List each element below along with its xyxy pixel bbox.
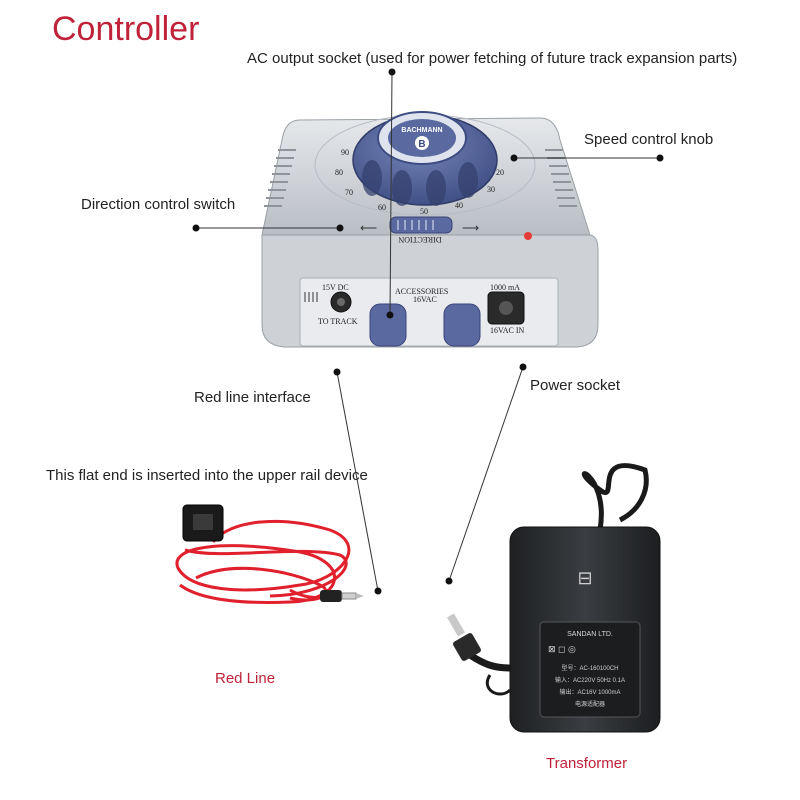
flat-end-plug-icon xyxy=(182,504,224,542)
page-title: Controller xyxy=(52,10,200,48)
accessories-volt-label: 16VAC xyxy=(413,295,437,304)
transformer-output: 输出：AC16V 1000mA xyxy=(559,688,620,696)
transformer-caption: Transformer xyxy=(546,755,628,772)
red-line-interface-callout: Red line interface xyxy=(194,389,311,406)
brand-text: BACHMANN xyxy=(401,127,442,134)
svg-text:B: B xyxy=(418,139,425,150)
svg-text:70: 70 xyxy=(345,188,353,197)
dc-label: 15V DC xyxy=(322,283,349,292)
svg-text:50: 50 xyxy=(420,207,428,216)
controller-device: 10 20 30 40 50 60 70 80 90 BACHMANN B xyxy=(261,111,599,348)
svg-text:80: 80 xyxy=(335,168,343,177)
accessory-terminal-left[interactable] xyxy=(369,303,407,347)
power-led-icon xyxy=(524,232,532,240)
to-track-label: TO TRACK xyxy=(318,317,358,326)
transformer-title: 电源适配器 xyxy=(575,700,605,708)
svg-text:60: 60 xyxy=(378,203,386,212)
transformer-cable xyxy=(581,463,649,531)
callout-lines xyxy=(196,71,660,592)
svg-text:90: 90 xyxy=(341,148,349,157)
power-socket-callout: Power socket xyxy=(530,377,621,394)
direction-switch-callout: Direction control switch xyxy=(81,196,236,213)
battery-icon: ⊟ xyxy=(577,568,592,588)
flat-end-callout: This flat end is inserted into the upper… xyxy=(46,467,368,484)
audio-jack-plug-icon xyxy=(320,590,364,602)
transformer-model: 型号：AC-160100CH xyxy=(561,664,618,672)
transformer-input: 输入：AC220V 50Hz 0.1A xyxy=(555,676,625,684)
ac-output-callout: AC output socket (used for power fetchin… xyxy=(247,50,738,67)
accessories-label: ACCESSORIES xyxy=(395,287,448,296)
dc-grid-vent xyxy=(304,292,318,302)
red-line-caption: Red Line xyxy=(215,670,276,687)
svg-text:20: 20 xyxy=(496,168,504,177)
transformer-company: SANDAN LTD. xyxy=(567,631,613,638)
svg-text:30: 30 xyxy=(487,185,495,194)
arrow-left-icon: ⟵ xyxy=(360,221,377,235)
speed-knob-callout: Speed control knob xyxy=(584,131,714,148)
certification-icons: ⊠ ◻ ◎ xyxy=(548,644,576,654)
red-line-cable xyxy=(175,519,351,604)
arrow-right-icon: ⟶ xyxy=(462,221,479,235)
callout-dots xyxy=(192,68,664,595)
direction-switch[interactable]: DIRECTION xyxy=(389,216,453,244)
svg-text:40: 40 xyxy=(455,201,463,210)
current-label: 1000 mA xyxy=(490,283,520,292)
accessory-terminal-right[interactable] xyxy=(443,303,481,347)
speed-control-knob[interactable]: BACHMANN B xyxy=(352,111,498,206)
vent-left xyxy=(264,149,296,207)
transformer-plug-icon xyxy=(447,613,512,696)
direction-text: DIRECTION xyxy=(398,235,441,244)
ac-in-label: 16VAC IN xyxy=(490,326,525,335)
transformer-device: ⊟ SANDAN LTD. ⊠ ◻ ◎ 型号：AC-160100CH 输入：AC… xyxy=(447,463,661,733)
